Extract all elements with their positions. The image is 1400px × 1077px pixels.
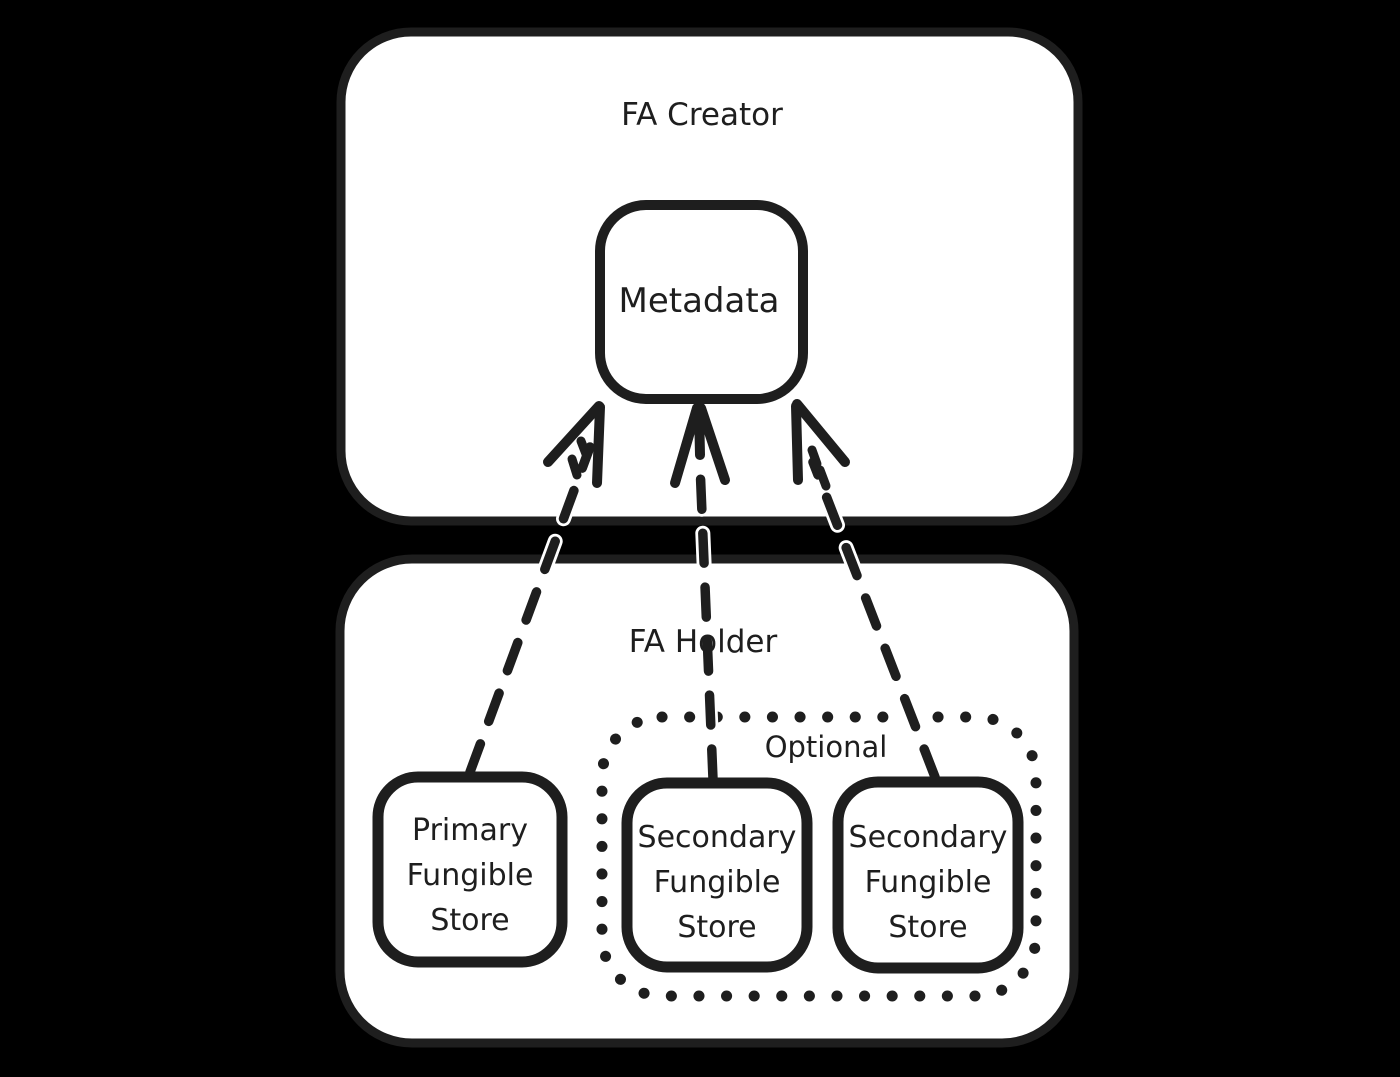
store-label-line: Fungible bbox=[654, 865, 781, 900]
metadata-box bbox=[595, 200, 808, 404]
optional-label: Optional bbox=[765, 730, 888, 764]
store-label-line: Primary bbox=[412, 813, 528, 848]
connector-dashed-line bbox=[465, 442, 595, 777]
fa-holder-label: FA Holder bbox=[629, 624, 778, 660]
connector-primary-to-metadata bbox=[462, 401, 605, 780]
primary-fungible-store-box bbox=[372, 771, 568, 968]
secondary-fungible-store-2-label: Secondary Fungible Store bbox=[849, 820, 1008, 945]
secondary-fungible-store-1-label: Secondary Fungible Store bbox=[638, 820, 797, 945]
fa-creator-label: FA Creator bbox=[621, 97, 783, 133]
store-label-line: Secondary bbox=[638, 820, 797, 855]
connector-secondary-store-1-to-metadata bbox=[670, 403, 730, 787]
arrowhead-up-icon bbox=[670, 403, 730, 488]
arrowhead-up-icon bbox=[543, 401, 605, 488]
secondary-fungible-store-2-box bbox=[832, 776, 1024, 974]
primary-fungible-store-label: Primary Fungible Store bbox=[407, 813, 534, 938]
store-label-line: Store bbox=[888, 910, 967, 945]
store-label-line: Fungible bbox=[865, 865, 992, 900]
secondary-fungible-store-1-box bbox=[621, 777, 813, 973]
connector-secondary-store-2-to-metadata bbox=[791, 399, 943, 785]
store-label-line: Fungible bbox=[407, 858, 534, 893]
store-label-line: Store bbox=[430, 903, 509, 938]
connector-dashed-line bbox=[695, 460, 718, 784]
store-label-line: Store bbox=[677, 910, 756, 945]
metadata-label: Metadata bbox=[618, 281, 779, 321]
arrowhead-up-icon bbox=[791, 399, 850, 491]
connector-dashed-line bbox=[808, 457, 940, 782]
store-label-line: Secondary bbox=[849, 820, 1008, 855]
